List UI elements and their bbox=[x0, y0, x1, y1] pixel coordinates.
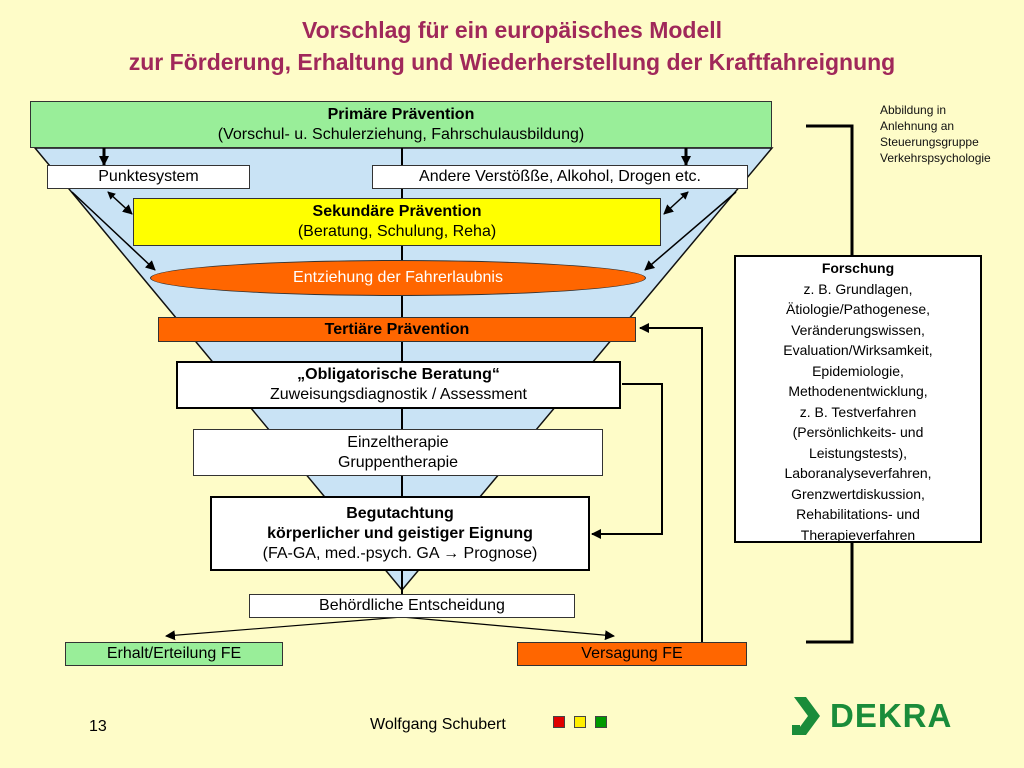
entziehung-ellipse: Entziehung der Fahrerlaubnis bbox=[150, 260, 646, 296]
green-square-icon bbox=[595, 716, 607, 728]
obligatorische-beratung-box: „Obligatorische Beratung“ Zuweisungsdiag… bbox=[176, 361, 621, 409]
primary-prevention-subtitle: (Vorschul- u. Schulerziehung, Fahrschula… bbox=[217, 125, 585, 143]
source-note-line: Anlehnung an bbox=[880, 119, 955, 133]
tertiary-prevention-box: Tertiäre Prävention bbox=[158, 317, 636, 342]
tertiary-prevention-title: Tertiäre Prävention bbox=[324, 320, 470, 338]
forschung-item: (Persönlichkeits- und bbox=[792, 424, 924, 440]
begutachtung-subtitle: körperlicher und geistiger Eignung bbox=[267, 524, 533, 542]
begutachtung-details-suffix: Prognose) bbox=[459, 544, 538, 562]
prognose-arrow-icon: → bbox=[443, 544, 460, 562]
behoerdliche-entscheidung-label: Behördliche Entscheidung bbox=[319, 597, 505, 614]
secondary-prevention-box: Sekundäre Prävention (Beratung, Schulung… bbox=[133, 198, 661, 246]
dekra-logo: DEKRA bbox=[792, 694, 952, 738]
arrow-andere-secondary bbox=[663, 191, 689, 215]
arrow-right-to-entziehung bbox=[644, 191, 737, 271]
erhalt-fe-box: Erhalt/Erteilung FE bbox=[65, 642, 283, 666]
slide-title-line2: zur Förderung, Erhaltung und Wiederherst… bbox=[128, 49, 896, 75]
therapie-line2: Gruppentherapie bbox=[337, 453, 459, 471]
punktesystem-box: Punktesystem bbox=[47, 165, 250, 189]
forschung-item: z. B. Testverfahren bbox=[799, 403, 917, 420]
begutachtung-box: Begutachtung körperlicher und geistiger … bbox=[210, 496, 590, 571]
forschung-item: z. B. Grundlagen, bbox=[803, 280, 913, 297]
source-note-line: Abbildung in bbox=[880, 103, 947, 117]
secondary-prevention-subtitle: (Beratung, Schulung, Reha) bbox=[297, 223, 497, 240]
primary-prevention-title: Primäre Prävention bbox=[327, 105, 475, 123]
obligatorische-beratung-subtitle: Zuweisungsdiagnostik / Assessment bbox=[269, 386, 527, 403]
begutachtung-details: (FA-GA, med.-psych. GA → Prognose) bbox=[263, 544, 538, 564]
forschung-item: Methodenentwicklung, bbox=[788, 383, 928, 399]
therapie-line1: Einzeltherapie bbox=[347, 433, 449, 451]
behoerdliche-entscheidung-box: Behördliche Entscheidung bbox=[249, 594, 575, 618]
forschung-item: Veränderungswissen, bbox=[791, 321, 925, 338]
yellow-square-icon bbox=[574, 716, 586, 728]
feedback-versagung-to-tertiary bbox=[639, 323, 703, 642]
arrow-to-erhalt bbox=[165, 616, 403, 641]
primary-prevention-box: Primäre Prävention (Vorschul- u. Schuler… bbox=[30, 101, 772, 148]
arrow-to-versagung bbox=[401, 616, 615, 641]
source-note-line: Steuerungsgruppe bbox=[880, 135, 979, 149]
forschung-item: Leistungstests), bbox=[808, 444, 908, 461]
arrow-punktesystem-secondary bbox=[107, 191, 133, 215]
entziehung-label: Entziehung der Fahrerlaubnis bbox=[293, 269, 503, 286]
dekra-logo-text: DEKRA bbox=[830, 697, 953, 734]
arrow-left-to-entziehung bbox=[71, 191, 156, 271]
dekra-logo-icon bbox=[792, 697, 820, 735]
forschung-title: Forschung bbox=[821, 260, 895, 276]
forschung-box: Forschung z. B. Grundlagen, Ätiologie/Pa… bbox=[734, 255, 982, 543]
erhalt-fe-label: Erhalt/Erteilung FE bbox=[106, 645, 242, 662]
forschung-item: Laboranalyseverfahren, bbox=[784, 465, 932, 481]
versagung-fe-box: Versagung FE bbox=[517, 642, 747, 666]
forschung-item: Evaluation/Wirksamkeit, bbox=[783, 342, 933, 358]
author-name: Wolfgang Schubert bbox=[370, 716, 506, 733]
feedback-obligatorisch-to-begutachtung bbox=[591, 383, 663, 539]
slide-title-line1: Vorschlag für ein europäisches Modell bbox=[301, 17, 723, 43]
forschung-item: Epidemiologie, bbox=[812, 362, 904, 379]
forschung-item: Grenzwertdiskussion, bbox=[791, 485, 925, 502]
begutachtung-details-prefix: (FA-GA, med.-psych. GA bbox=[262, 544, 444, 562]
secondary-prevention-title: Sekundäre Prävention bbox=[312, 203, 482, 220]
therapie-box: Einzeltherapie Gruppentherapie bbox=[193, 429, 603, 476]
begutachtung-title: Begutachtung bbox=[346, 504, 454, 522]
obligatorische-beratung-title: „Obligatorische Beratung“ bbox=[297, 366, 500, 383]
forschung-item: Rehabilitations- und bbox=[796, 506, 920, 522]
versagung-fe-label: Versagung FE bbox=[581, 645, 683, 662]
andere-verstoesse-label: Andere Verstößße, Alkohol, Drogen etc. bbox=[419, 168, 701, 185]
slide-number: 13 bbox=[89, 718, 107, 735]
andere-verstoesse-box: Andere Verstößße, Alkohol, Drogen etc. bbox=[372, 165, 748, 189]
punktesystem-label: Punktesystem bbox=[98, 168, 199, 185]
source-note: Abbildung in Anlehnung an Steuerungsgrup… bbox=[880, 102, 1020, 166]
forschung-item: Therapieverfahren bbox=[800, 526, 916, 543]
red-square-icon bbox=[553, 716, 565, 728]
source-note-line: Verkehrspsychologie bbox=[880, 151, 991, 165]
forschung-item: Ätiologie/Pathogenese, bbox=[786, 301, 930, 317]
